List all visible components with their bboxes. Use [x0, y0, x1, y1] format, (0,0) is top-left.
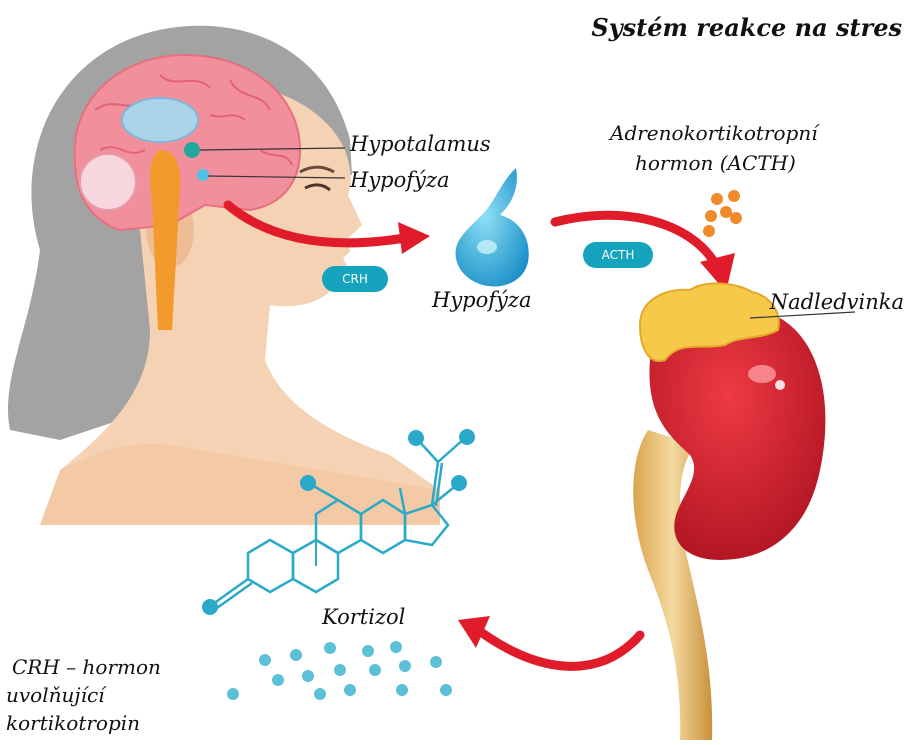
label-hypothalamus: Hypotalamus	[350, 132, 491, 156]
label-crh-line1: CRH – hormon	[12, 656, 161, 679]
arrow-adrenal-to-cortisol	[478, 630, 640, 666]
label-crh-line3: kortikotropin	[6, 712, 140, 735]
pituitary-marker	[197, 169, 209, 181]
cortisol-hormone-dots	[227, 641, 452, 700]
label-acth-line1: Adrenokortikotropní	[610, 122, 818, 145]
badge-acth: ACTH	[583, 242, 653, 268]
label-adrenal-gland: Nadledvinka	[770, 290, 904, 314]
badge-crh: CRH	[322, 266, 388, 292]
acth-hormone-dots	[703, 190, 742, 237]
label-acth-line2: hormon (ACTH)	[635, 152, 796, 175]
label-cortisol: Kortizol	[322, 605, 405, 629]
hypothalamus-marker	[184, 142, 200, 158]
ventricle	[122, 98, 198, 142]
diagram-title: Systém reakce na stres	[591, 14, 902, 42]
pituitary-gland-illustration	[456, 168, 529, 286]
label-pituitary-head: Hypofýza	[350, 168, 449, 192]
cerebellum	[80, 154, 136, 210]
kidney-adrenal-illustration	[633, 283, 855, 740]
label-pituitary: Hypofýza	[432, 288, 531, 312]
label-crh-line2: uvolňující	[6, 684, 105, 707]
arrow-head-1	[398, 222, 430, 254]
